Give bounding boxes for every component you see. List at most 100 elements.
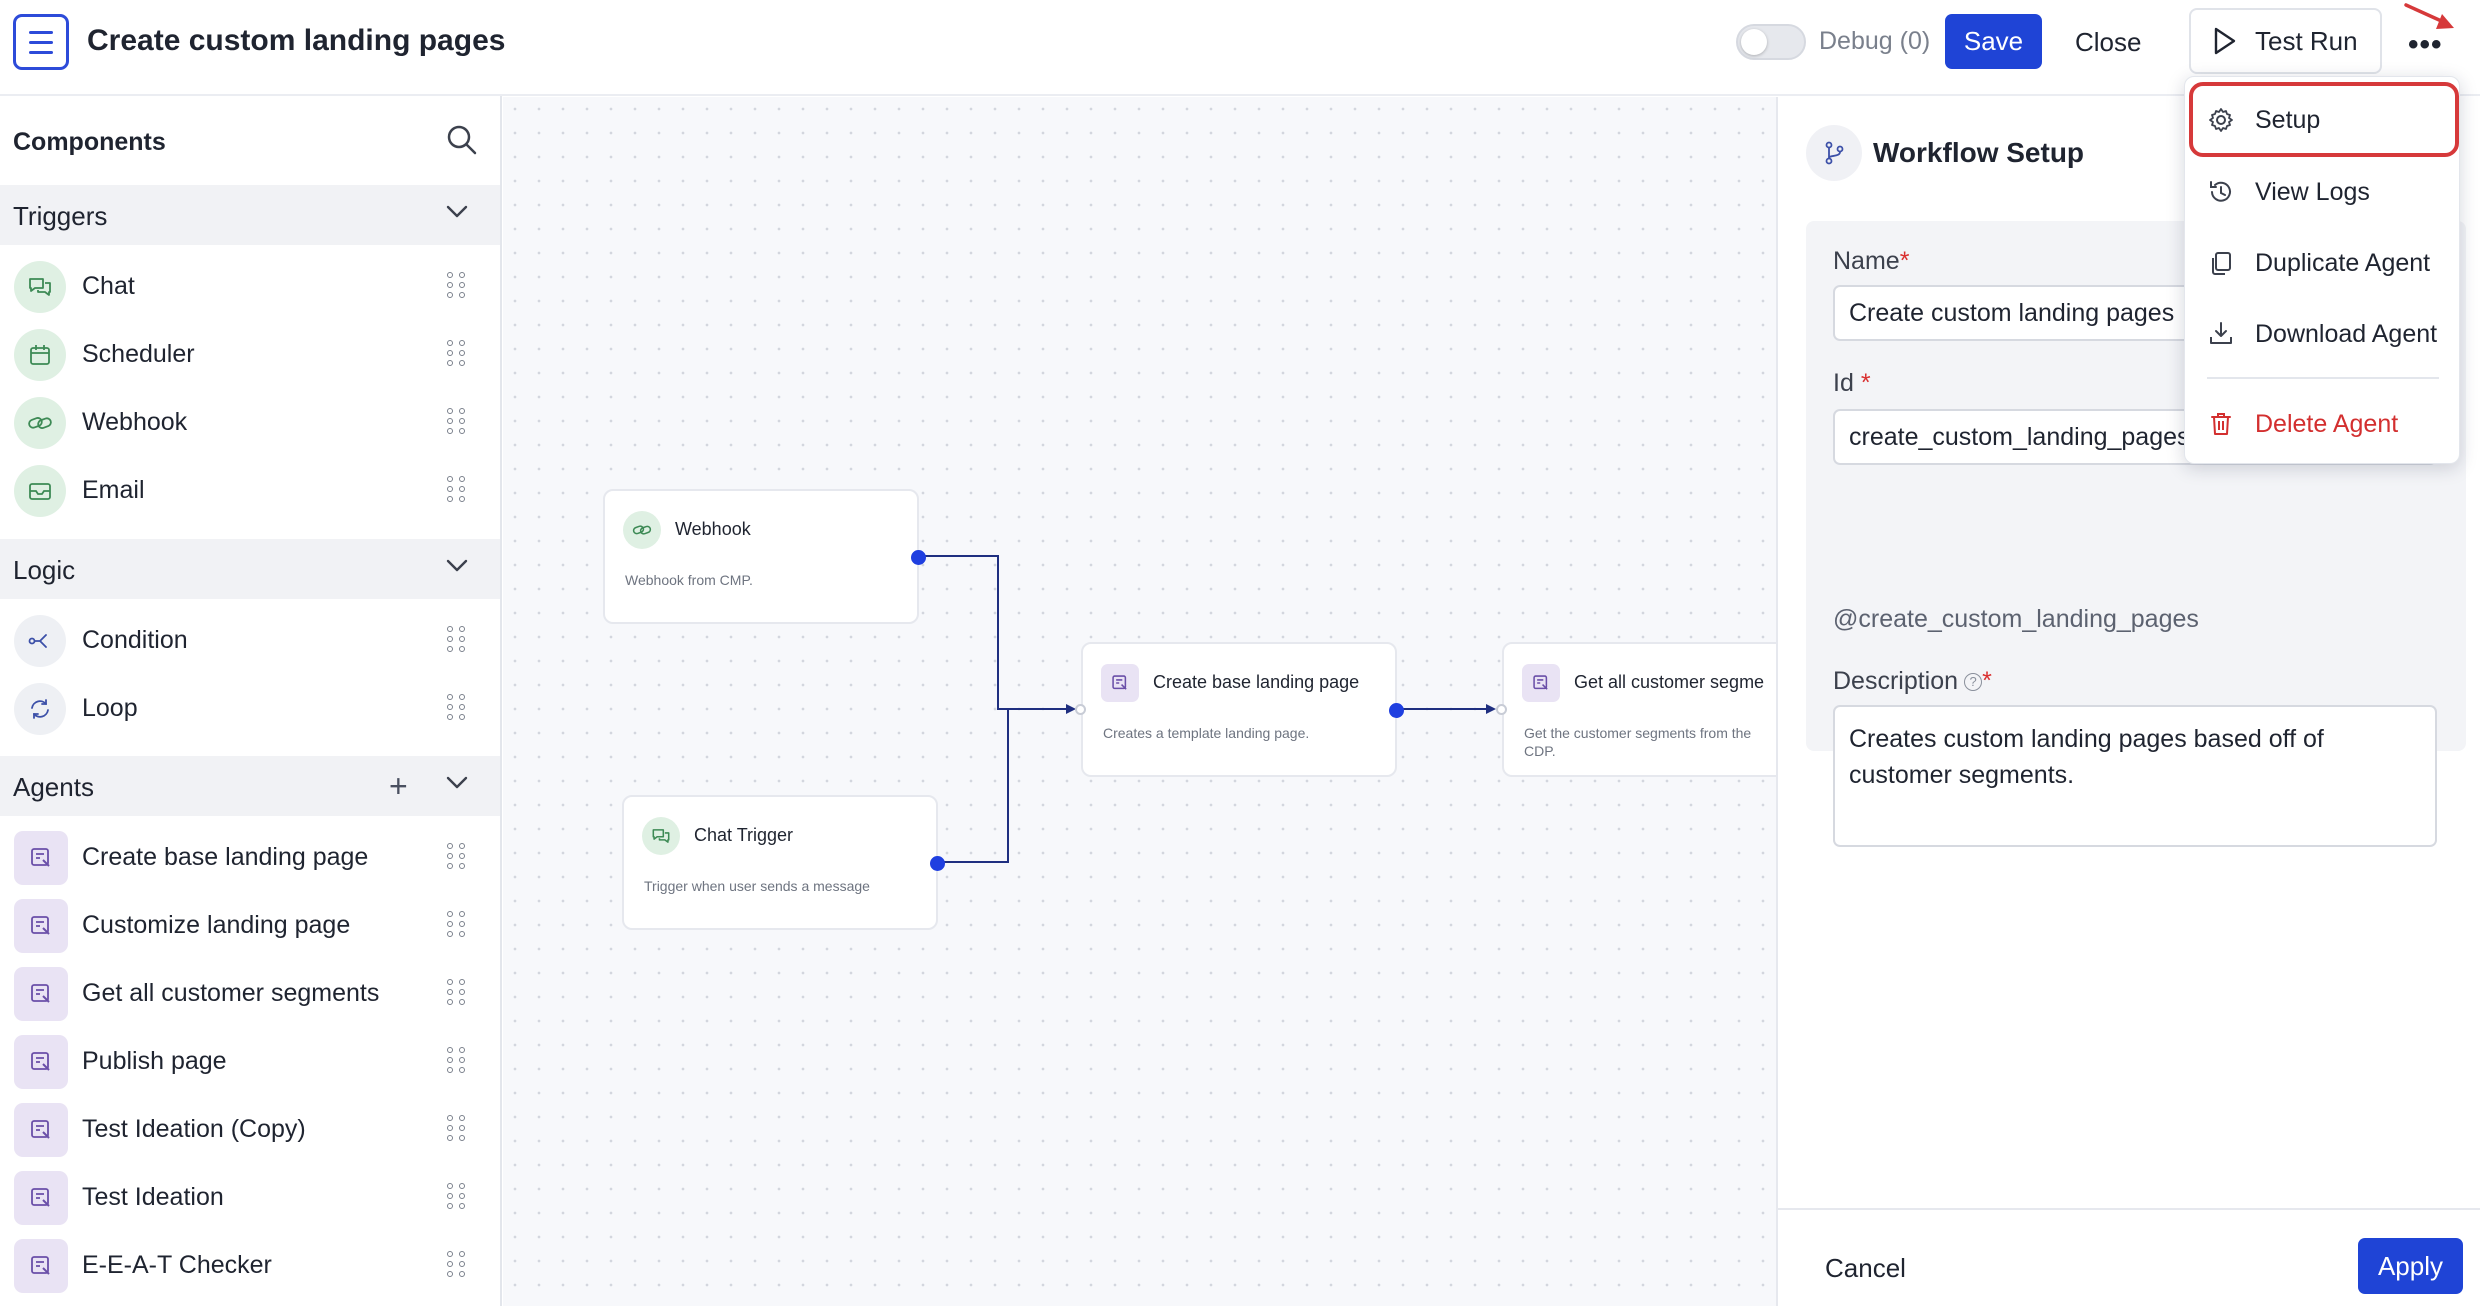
logic-item-condition[interactable]: Condition — [0, 606, 500, 674]
agent-icon — [14, 1239, 68, 1293]
logic-item-loop[interactable]: Loop — [0, 674, 500, 742]
search-icon[interactable] — [446, 124, 478, 156]
menu-divider — [2207, 377, 2439, 379]
cancel-button[interactable]: Cancel — [1825, 1253, 1906, 1283]
connections — [918, 555, 1496, 863]
node-title: Chat Trigger — [694, 825, 794, 845]
agent-icon — [14, 1171, 68, 1225]
hamburger-icon — [29, 30, 53, 34]
section-logic[interactable]: Logic — [0, 539, 500, 599]
test-run-button[interactable]: Test Run — [2189, 8, 2382, 74]
calendar-icon — [14, 329, 66, 381]
download-icon — [2210, 322, 2232, 344]
save-button[interactable]: Save — [1945, 14, 2042, 69]
agent-icon — [14, 1103, 68, 1157]
trash-icon — [2211, 413, 2231, 435]
drag-handle-icon[interactable] — [447, 1115, 465, 1141]
menu-item-download-agent[interactable]: Download Agent — [2185, 303, 2461, 365]
node-title: Webhook — [675, 519, 751, 539]
trigger-item-scheduler[interactable]: Scheduler — [0, 320, 500, 388]
more-options-menu: Setup View Logs Duplicate Agent Download… — [2184, 76, 2460, 464]
agent-item[interactable]: Publish page — [0, 1027, 500, 1095]
node-description: Webhook from CMP. — [625, 572, 753, 588]
gear-icon — [2209, 108, 2233, 132]
output-port[interactable] — [930, 856, 945, 871]
drag-handle-icon[interactable] — [447, 408, 465, 434]
drag-handle-icon[interactable] — [447, 1183, 465, 1209]
add-agent-icon[interactable]: + — [389, 768, 408, 804]
workflow-node-chat-trigger[interactable]: Chat Trigger Trigger when user sends a m… — [622, 795, 945, 930]
workflow-icon — [1806, 125, 1862, 181]
agent-item[interactable]: E-E-A-T Checker — [0, 1231, 500, 1299]
menu-item-setup[interactable]: Setup — [2185, 89, 2461, 151]
agent-item[interactable]: Get all customer segments — [0, 959, 500, 1027]
drag-handle-icon[interactable] — [447, 979, 465, 1005]
agent-icon — [1101, 664, 1139, 702]
item-label: Loop — [82, 694, 138, 722]
agent-item[interactable]: Test Ideation — [0, 1163, 500, 1231]
output-port[interactable] — [911, 550, 926, 565]
agent-icon — [14, 1035, 68, 1089]
section-triggers[interactable]: Triggers — [0, 185, 500, 245]
chevron-down-icon[interactable] — [446, 559, 468, 573]
output-port[interactable] — [1389, 703, 1404, 718]
item-label: Chat — [82, 272, 135, 300]
menu-item-label: Download Agent — [2255, 319, 2438, 348]
apply-button[interactable]: Apply — [2358, 1238, 2463, 1294]
drag-handle-icon[interactable] — [447, 843, 465, 869]
section-logic-label: Logic — [13, 555, 76, 585]
agent-icon — [14, 831, 68, 885]
input-port[interactable] — [1075, 704, 1086, 715]
agent-handle: @create_custom_landing_pages — [1833, 605, 2199, 633]
drag-handle-icon[interactable] — [447, 694, 465, 720]
item-label: Email — [82, 476, 145, 504]
node-title: Get all customer segme — [1574, 672, 1765, 692]
drag-handle-icon[interactable] — [447, 272, 465, 298]
mail-icon — [14, 465, 66, 517]
drag-handle-icon[interactable] — [447, 476, 465, 502]
drag-handle-icon[interactable] — [447, 911, 465, 937]
trigger-item-webhook[interactable]: Webhook — [0, 388, 500, 456]
trigger-item-email[interactable]: Email — [0, 456, 500, 524]
agent-item[interactable]: Create base landing page — [0, 823, 500, 891]
description-field[interactable]: Creates custom landing pages based off o… — [1833, 705, 2437, 847]
section-agents[interactable]: Agents + — [0, 756, 500, 816]
debug-toggle[interactable] — [1736, 24, 1806, 60]
input-port[interactable] — [1496, 704, 1507, 715]
item-label: Publish page — [82, 1047, 227, 1075]
menu-button[interactable] — [13, 14, 69, 70]
close-button[interactable]: Close — [2075, 27, 2142, 57]
drag-handle-icon[interactable] — [447, 1047, 465, 1073]
workflow-canvas[interactable]: Webhook Webhook from CMP. Chat Trigger T… — [503, 97, 1776, 1306]
chevron-down-icon[interactable] — [446, 205, 468, 219]
agent-item[interactable]: Test Ideation (Copy) — [0, 1095, 500, 1163]
annotation-arrow-icon — [2404, 3, 2454, 29]
trigger-item-chat[interactable]: Chat — [0, 252, 500, 320]
item-label: Condition — [82, 626, 188, 654]
info-icon[interactable]: ? — [1964, 673, 1983, 692]
workflow-node-get-all-customer-segments[interactable]: Get all customer segme Get the customer … — [1496, 642, 1776, 777]
webhook-icon — [623, 511, 661, 549]
menu-item-delete-agent[interactable]: Delete Agent — [2185, 393, 2461, 455]
menu-item-label: View Logs — [2255, 177, 2370, 206]
drag-handle-icon[interactable] — [447, 1251, 465, 1277]
workflow-node-webhook[interactable]: Webhook Webhook from CMP. — [603, 489, 926, 624]
workflow-node-create-base-landing-page[interactable]: Create base landing page Creates a templ… — [1075, 642, 1404, 777]
menu-item-duplicate-agent[interactable]: Duplicate Agent — [2185, 232, 2461, 294]
agent-icon — [14, 899, 68, 953]
copy-icon — [2212, 252, 2231, 275]
chevron-down-icon[interactable] — [446, 776, 468, 790]
item-label: Customize landing page — [82, 911, 351, 939]
more-options-button[interactable]: ••• — [2408, 28, 2443, 61]
drag-handle-icon[interactable] — [447, 340, 465, 366]
agent-item[interactable]: Customize landing page — [0, 891, 500, 959]
play-icon — [2214, 27, 2236, 55]
drag-handle-icon[interactable] — [447, 626, 465, 652]
top-bar: Create custom landing pages Debug (0) Sa… — [0, 0, 2480, 96]
node-title: Create base landing page — [1153, 672, 1360, 692]
webhook-icon — [14, 397, 66, 449]
panel-footer: Cancel Apply — [1778, 1208, 2480, 1306]
menu-item-view-logs[interactable]: View Logs — [2185, 161, 2461, 223]
loop-icon — [14, 683, 66, 735]
chat-icon — [14, 261, 66, 313]
